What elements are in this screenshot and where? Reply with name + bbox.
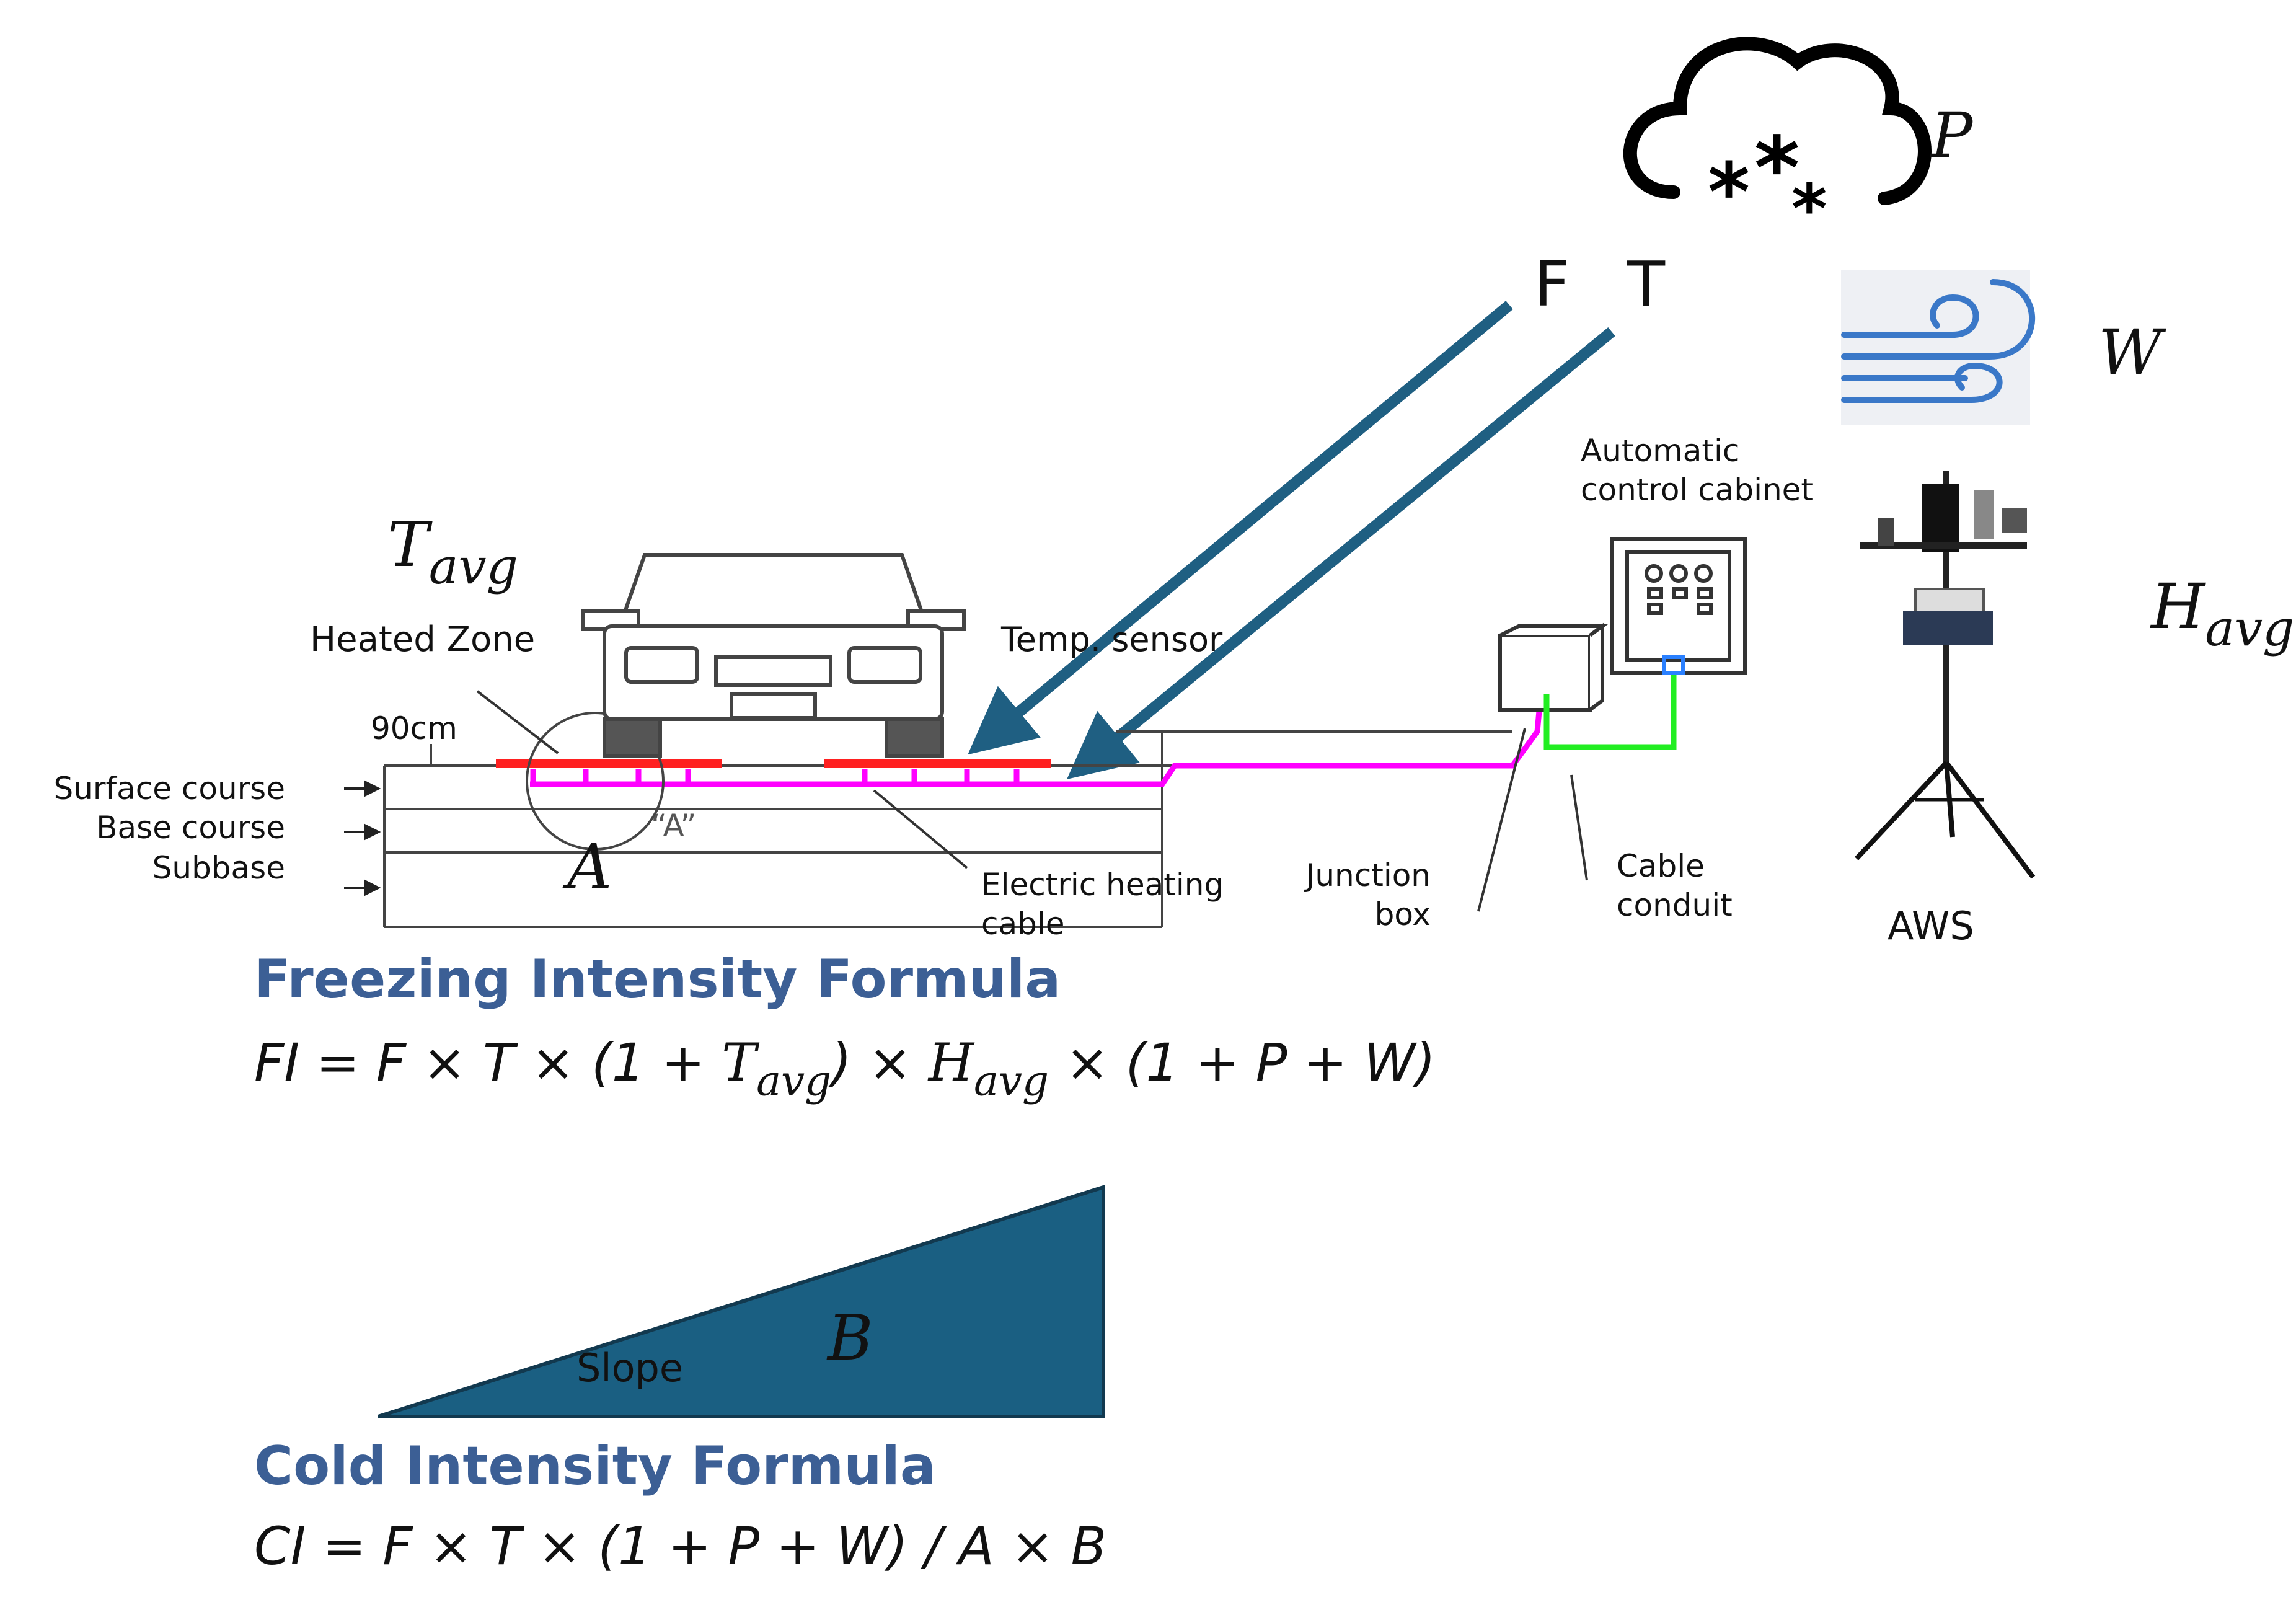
flag-F: F [1534,248,1570,321]
slope-triangle [378,1184,1105,1418]
arrow-T [1067,327,1615,779]
heating-cable [530,697,1543,787]
flag-T: T [1627,248,1666,321]
junction-box-label-line1: Junction [1305,857,1431,893]
temp-sensor-label: Temp. sensor [1001,620,1223,659]
dimension-label: 90cm [371,710,457,746]
temp-avg-symbol: Tavg [387,508,518,595]
control-cabinet-label-line2: control cabinet [1581,472,1814,508]
leader-lines [476,690,1588,912]
cold-formula-title: Cold Intensity Formula [254,1435,936,1497]
heated-pad-right [824,759,1051,768]
heated-pad-left [496,759,722,768]
arrow-F [968,301,1513,755]
control-cabinet-label-line1: Automatic [1581,433,1740,469]
detail-circle [526,712,665,851]
cold-formula: CI = F × T × (1 + P + W) / A × B [254,1516,1107,1577]
heated-zone-label: Heated Zone [310,619,536,660]
cable-conduit-label-line1: Cable [1617,848,1705,884]
area-symbol: A [567,831,612,903]
svg-text:*: * [1708,145,1750,239]
snow-cloud-icon: * * * [1623,37,1932,249]
wind-symbol: W [2098,316,2162,389]
aws-label: AWS [1888,903,1974,949]
slope-label: Slope [576,1345,684,1391]
car-icon [581,553,966,758]
subbase-label: Subbase [152,850,285,886]
cable-conduit [1543,673,1677,750]
detail-marker-label: “A” [651,808,697,844]
wind-icon [1841,270,2036,425]
conduit-fitting [1662,655,1685,675]
svg-text:*: * [1791,169,1827,249]
humidity-avg-symbol: Havg [2151,570,2295,657]
base-course-label: Base course [96,810,285,846]
cable-conduit-label-line2: conduit [1617,887,1733,923]
freezing-formula: FI = F × T × (1 + Tavg) × Havg × (1 + P … [254,1032,1436,1105]
weather-station-icon [1855,471,2036,879]
heating-cable-label-line1: Electric heating [981,867,1224,903]
slope-value-symbol: B [828,1302,873,1374]
control-cabinet-icon [1610,537,1747,675]
freezing-formula-title: Freezing Intensity Formula [254,949,1061,1011]
heating-cable-label-line2: cable [981,906,1065,942]
junction-box-label-line2: box [1374,896,1431,932]
precipitation-symbol: P [1931,99,1973,172]
surface-course-label: Surface course [53,771,285,807]
layer-pointer-arrows [344,780,381,896]
junction-box-icon [1498,622,1608,712]
svg-text:*: * [1754,118,1799,219]
